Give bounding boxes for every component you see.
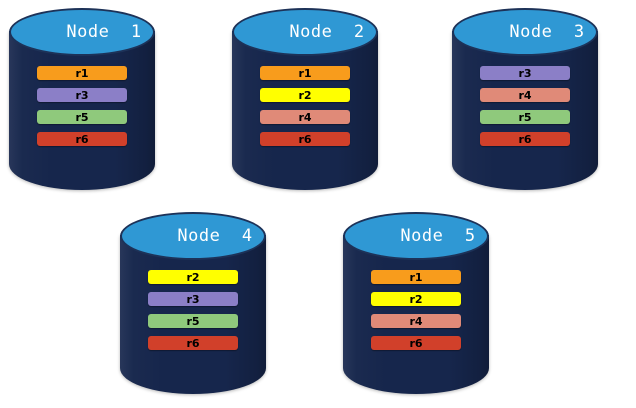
shard-bar-r2[interactable]: r2 [371,292,461,306]
shard-bar-r3[interactable]: r3 [37,88,127,102]
shard-bar-r4[interactable]: r4 [260,110,350,124]
node-cylinder-1[interactable]: Node 1 r1 r3 r5 r6 [9,8,155,190]
shard-bar-r2[interactable]: r2 [260,88,350,102]
shard-bar-r4[interactable]: r4 [480,88,570,102]
shard-bar-r5[interactable]: r5 [480,110,570,124]
shard-bar-r1[interactable]: r1 [371,270,461,284]
cylinder-top-ellipse: Node 2 [232,8,378,56]
cylinder-body [120,235,266,394]
shard-bar-r1[interactable]: r1 [37,66,127,80]
shard-bar-r6[interactable]: r6 [480,132,570,146]
node-label: Node 1 [66,21,142,42]
node-cylinder-4[interactable]: Node 4 r2 r3 r5 r6 [120,212,266,394]
shard-bar-r3[interactable]: r3 [148,292,238,306]
shard-bar-r1[interactable]: r1 [260,66,350,80]
shard-list: r1 r2 r4 r6 [371,270,461,350]
shard-bar-r3[interactable]: r3 [480,66,570,80]
cylinder-top-ellipse: Node 5 [343,212,489,260]
node-label: Node 2 [289,21,365,42]
shard-list: r3 r4 r5 r6 [480,66,570,146]
shard-list: r2 r3 r5 r6 [148,270,238,350]
node-cylinder-3[interactable]: Node 3 r3 r4 r5 r6 [452,8,598,190]
node-cylinder-2[interactable]: Node 2 r1 r2 r4 r6 [232,8,378,190]
shard-bar-r4[interactable]: r4 [371,314,461,328]
node-label: Node 4 [177,225,253,246]
node-cylinder-5[interactable]: Node 5 r1 r2 r4 r6 [343,212,489,394]
shard-bar-r6[interactable]: r6 [371,336,461,350]
shard-bar-r5[interactable]: r5 [37,110,127,124]
node-label: Node 5 [400,225,476,246]
cylinder-top-ellipse: Node 1 [9,8,155,56]
shard-bar-r6[interactable]: r6 [37,132,127,146]
shard-bar-r6[interactable]: r6 [148,336,238,350]
cylinder-top-ellipse: Node 3 [452,8,598,56]
shard-list: r1 r2 r4 r6 [260,66,350,146]
shard-list: r1 r3 r5 r6 [37,66,127,146]
shard-bar-r6[interactable]: r6 [260,132,350,146]
cylinder-body [343,235,489,394]
shard-bar-r2[interactable]: r2 [148,270,238,284]
shard-bar-r5[interactable]: r5 [148,314,238,328]
cylinder-body [232,31,378,190]
node-label: Node 3 [509,21,585,42]
cylinder-top-ellipse: Node 4 [120,212,266,260]
